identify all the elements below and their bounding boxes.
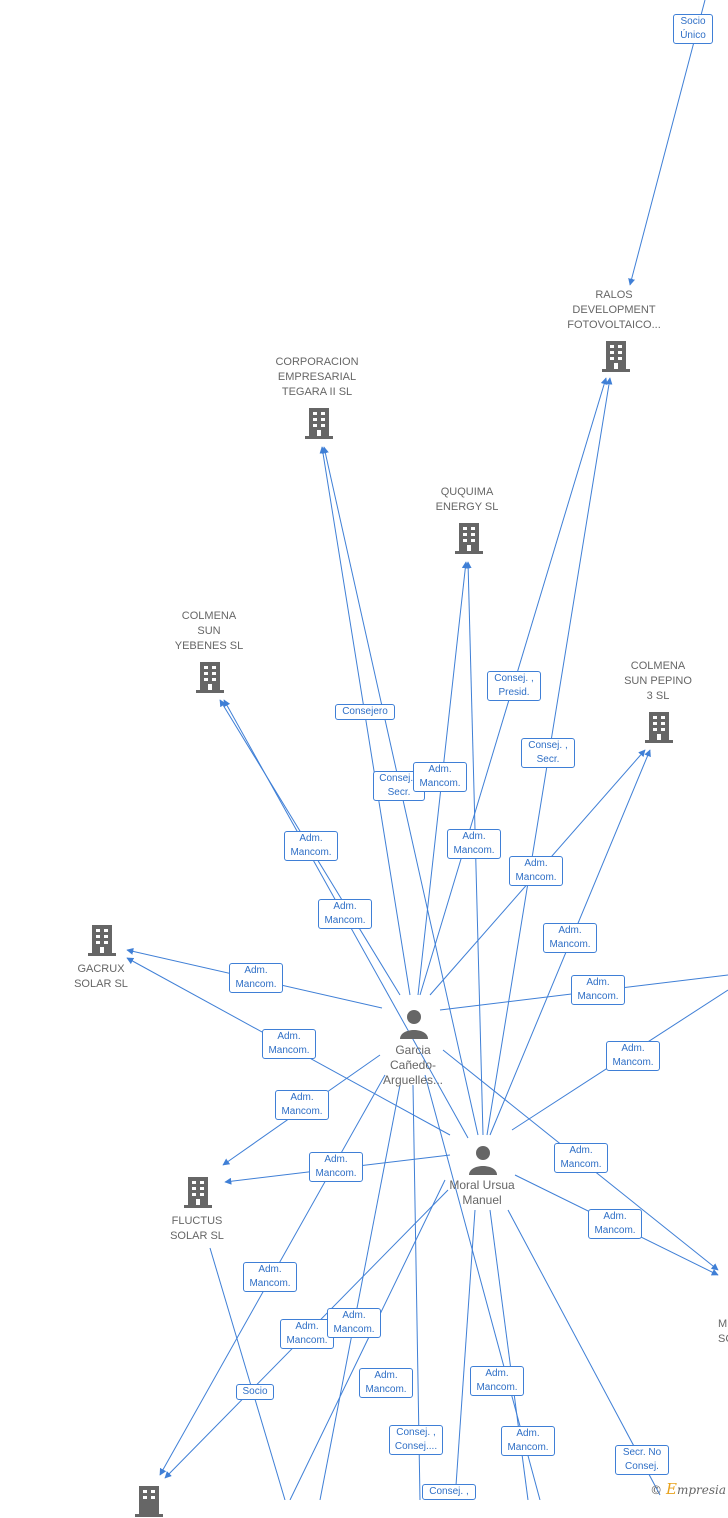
company-label-gacrux[interactable]: GACRUX SOLAR SL	[74, 963, 128, 990]
edge-label[interactable]: Adm. Mancom.	[554, 1143, 608, 1173]
edge-label[interactable]: Consej. , Presid.	[487, 671, 541, 701]
building-icon	[602, 341, 630, 372]
edge-label[interactable]: Adm. Mancom.	[413, 762, 467, 792]
building-icon	[455, 523, 483, 554]
empresia-logo-e: E	[665, 1480, 677, 1498]
edge-label[interactable]: Consej. ,	[422, 1484, 476, 1500]
edge-label[interactable]: Adm. Mancom.	[606, 1041, 660, 1071]
building-icon	[135, 1486, 163, 1517]
edge-label[interactable]: Adm. Mancom.	[318, 899, 372, 929]
edge-label[interactable]: Adm. Mancom.	[284, 831, 338, 861]
edge-label[interactable]: Adm. Mancom.	[571, 975, 625, 1005]
edge-label[interactable]: Socio Único	[673, 14, 713, 44]
edge-line	[209, 1247, 286, 1500]
edge-line	[454, 1209, 476, 1500]
edge-line	[319, 1084, 401, 1500]
edge-label[interactable]: Adm. Mancom.	[470, 1366, 524, 1396]
edge-label[interactable]: Adm. Mancom.	[275, 1090, 329, 1120]
person-icon	[400, 1010, 428, 1039]
edge-label[interactable]: Consejero	[335, 704, 395, 720]
edge-line	[489, 1209, 529, 1500]
company-label-ququima[interactable]: QUQUIMA ENERGY SL	[435, 486, 499, 513]
edge-label[interactable]: Adm. Mancom.	[309, 1152, 363, 1182]
company-label-pepino[interactable]: COLMENA SUN PEPINO 3 SL	[624, 660, 692, 702]
edge-label[interactable]: Adm. Mancom.	[327, 1308, 381, 1338]
edge-label[interactable]: Adm. Mancom.	[501, 1426, 555, 1456]
edge-label[interactable]: Adm. Mancom.	[243, 1262, 297, 1292]
edge-label[interactable]: Adm. Mancom.	[359, 1368, 413, 1398]
empresia-logo-text: mpresia	[676, 1483, 726, 1497]
edge-label[interactable]: Adm. Mancom.	[229, 963, 283, 993]
company-label-yebenes[interactable]: COLMENA SUN YEBENES SL	[174, 610, 244, 652]
edge-label[interactable]: Adm. Mancom.	[509, 856, 563, 886]
edge-label[interactable]: Adm. Mancom.	[447, 829, 501, 859]
person-icon	[469, 1146, 497, 1175]
company-label-ralos[interactable]: RALOS DEVELOPMENT FOTOVOLTAICO...	[567, 289, 661, 331]
building-icon	[88, 925, 116, 956]
copyright-symbol: ©	[650, 1483, 663, 1497]
person-label-garcia[interactable]: Garcia Cañedo- Arguelles...	[382, 1043, 444, 1087]
edge-label[interactable]: Adm. Mancom.	[262, 1029, 316, 1059]
edge-line	[319, 446, 411, 996]
company-label-right-partial[interactable]: M SC	[718, 1318, 728, 1345]
edge-label[interactable]: Adm. Mancom.	[543, 923, 597, 953]
edge-label[interactable]: Consej. , Secr.	[521, 738, 575, 768]
edge-line	[289, 1179, 446, 1500]
building-icon	[184, 1177, 212, 1208]
edge-label[interactable]: Secr. No Consej.	[615, 1445, 669, 1475]
person-label-moral[interactable]: Moral Ursua Manuel	[449, 1178, 515, 1207]
edge-label[interactable]: Adm. Mancom.	[588, 1209, 642, 1239]
edge-label[interactable]: Socio	[236, 1384, 274, 1400]
edge-label[interactable]: Consej. , Consej....	[389, 1425, 443, 1455]
building-icon	[305, 408, 333, 439]
company-label-corporacion[interactable]: CORPORACION EMPRESARIAL TEGARA II SL	[275, 356, 359, 398]
edge-line	[628, 0, 706, 286]
edge-label[interactable]: Adm. Mancom.	[280, 1319, 334, 1349]
company-label-fluctus[interactable]: FLUCTUS SOLAR SL	[170, 1215, 224, 1242]
building-icon	[645, 712, 673, 743]
building-icon	[196, 662, 224, 693]
empresia-watermark: © Empresia	[650, 1480, 726, 1498]
